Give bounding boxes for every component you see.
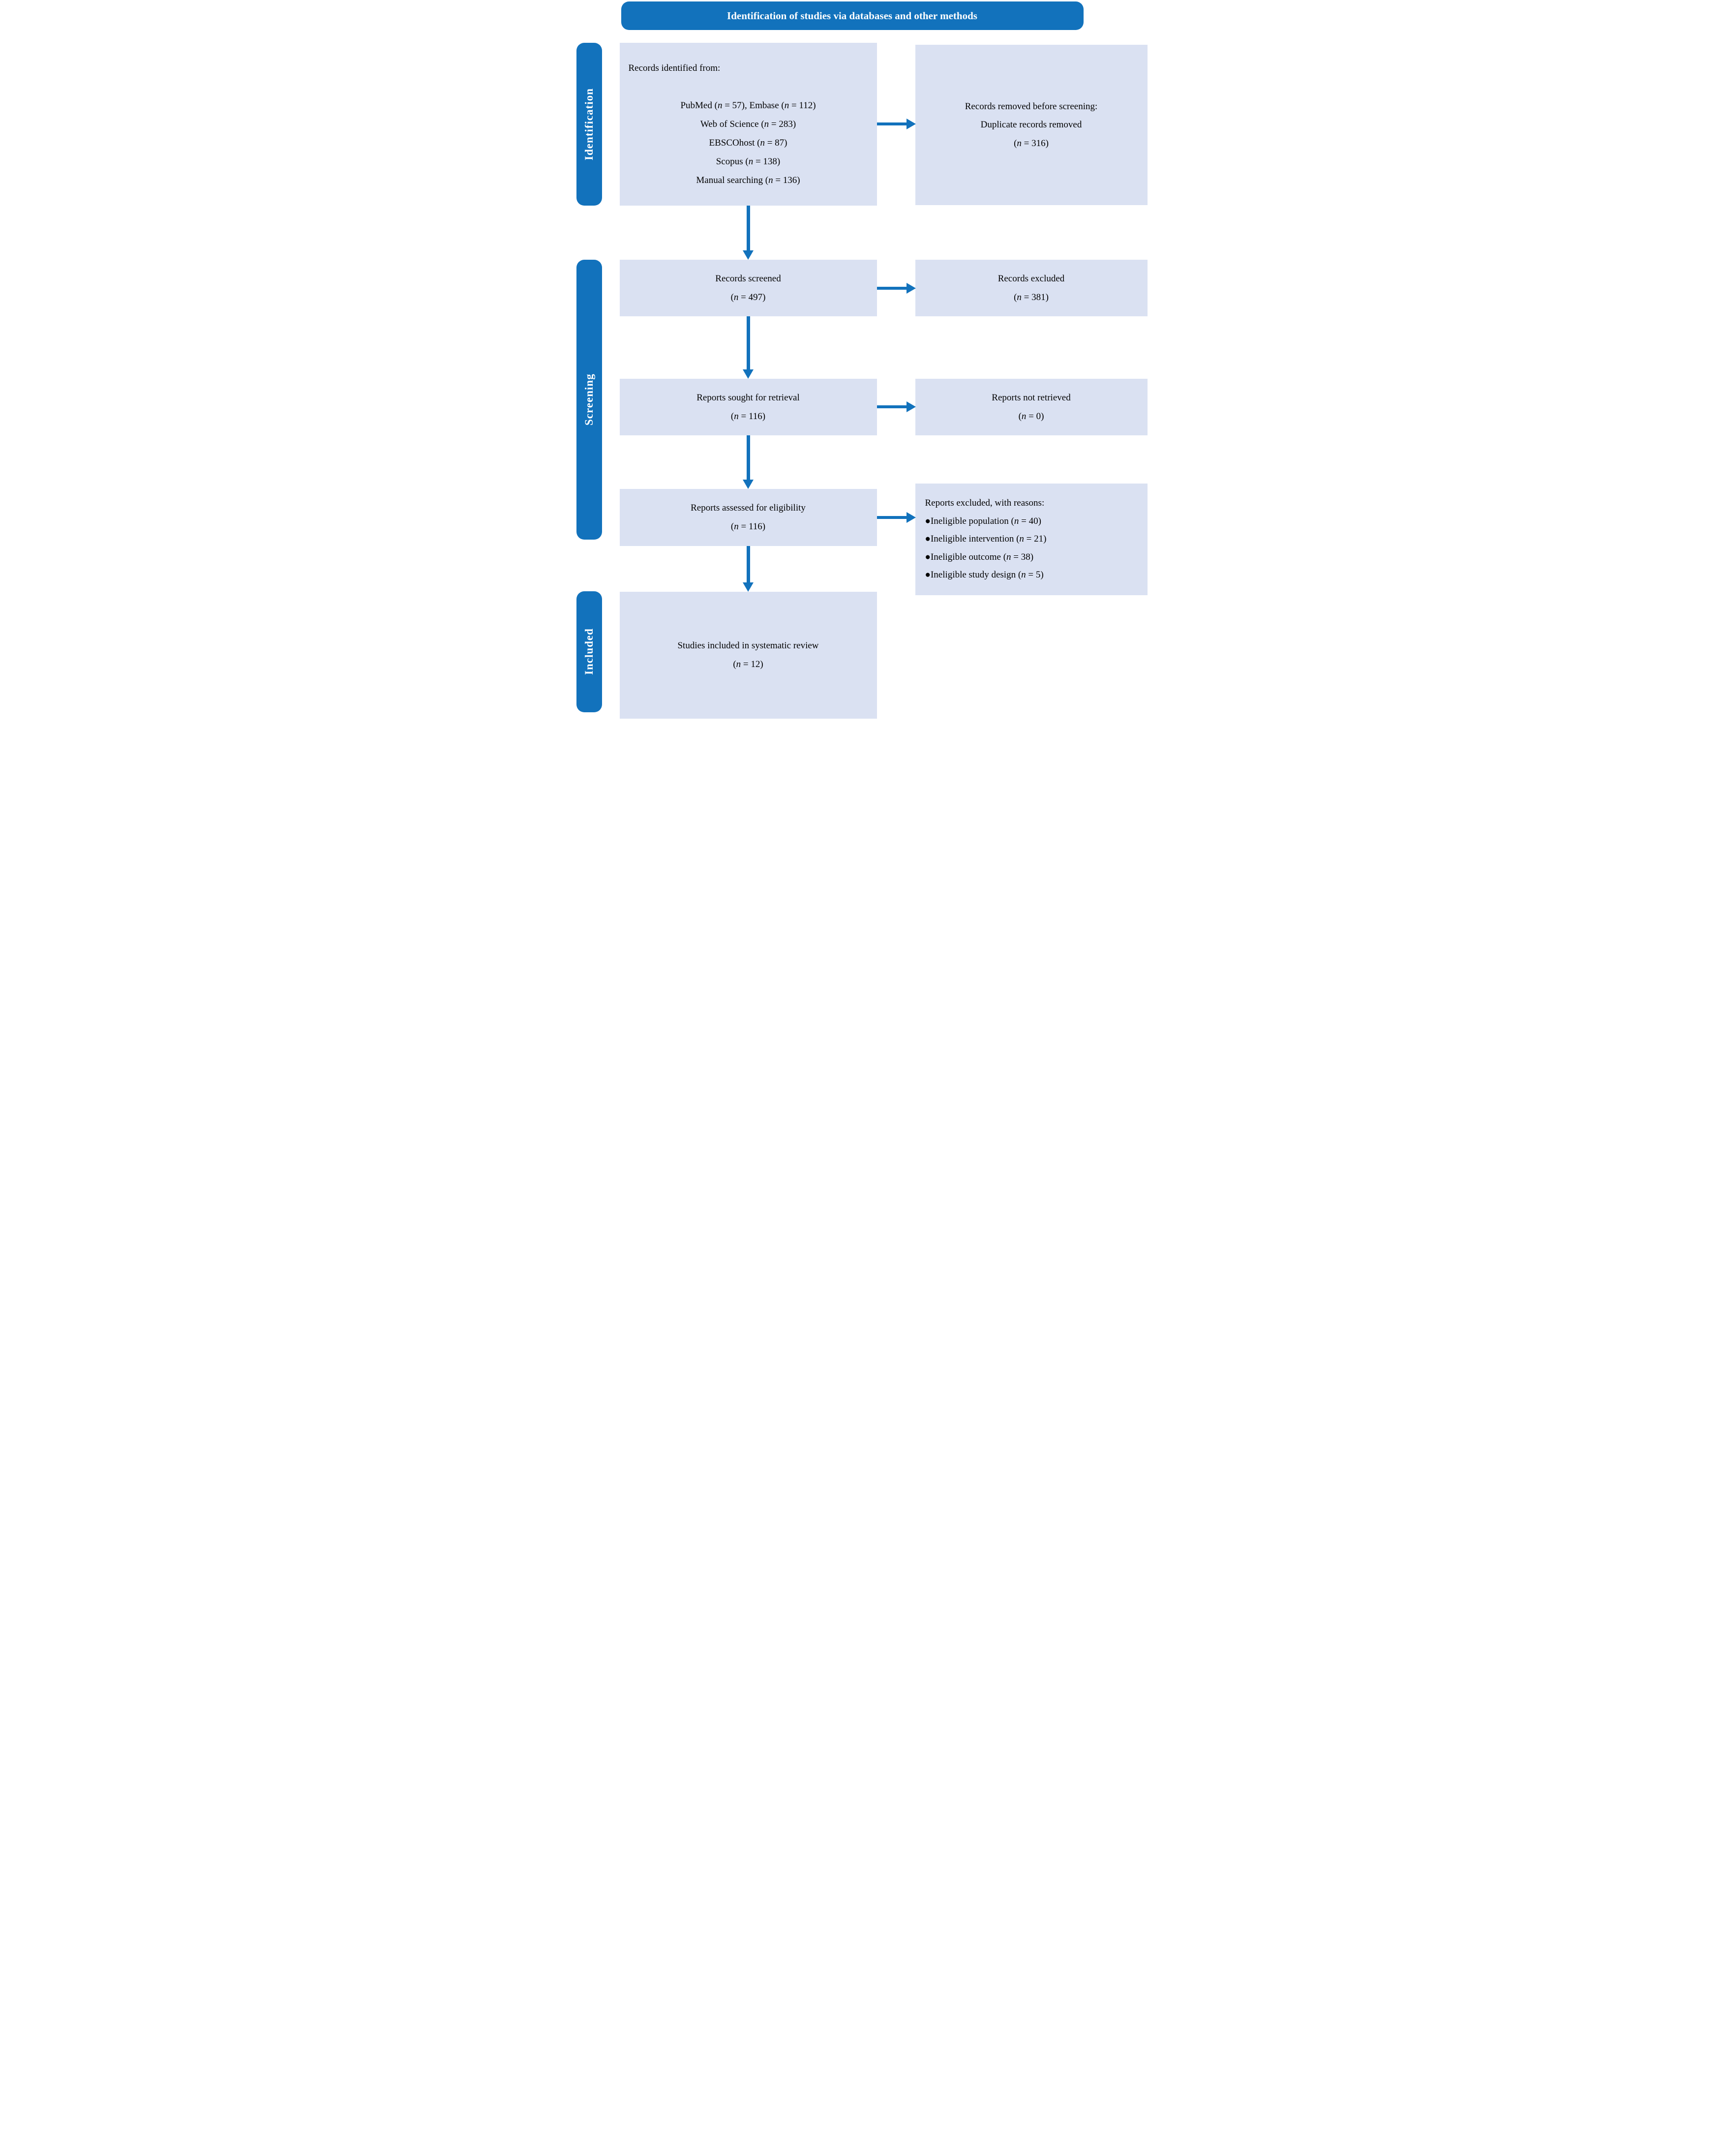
studies-included-line: Studies included in systematic review xyxy=(677,640,819,651)
reports-sought-line: (n = 116) xyxy=(730,411,766,422)
records-removed-line: Records removed before screening: xyxy=(965,101,1098,112)
records-excluded-line: (n = 381) xyxy=(1014,292,1049,303)
records-removed-line: (n = 316) xyxy=(1014,138,1049,149)
box-reports-sought: Reports sought for retrieval (n = 116) xyxy=(619,379,877,435)
arrow-screened-to-sought xyxy=(746,316,750,369)
reports-excluded-title: Reports excluded, with reasons: xyxy=(925,498,1045,509)
box-reports-assessed: Reports assessed for eligibility (n = 11… xyxy=(619,489,877,546)
arrow-assessed-to-excluded-reasons xyxy=(877,516,907,519)
box-records-excluded: Records excluded (n = 381) xyxy=(915,260,1148,316)
stage-label-identification-text: Identification xyxy=(582,88,595,160)
box-studies-included: Studies included in systematic review (n… xyxy=(619,592,877,719)
records-identified-source: EBSCOhost (n = 87) xyxy=(709,137,787,148)
stage-label-screening: Screening xyxy=(576,260,602,540)
stage-label-identification: Identification xyxy=(576,43,602,206)
records-excluded-line: Records excluded xyxy=(998,273,1065,284)
studies-included-line: (n = 12) xyxy=(733,659,763,669)
arrow-sought-to-assessed xyxy=(746,435,750,480)
arrow-screened-to-excluded xyxy=(877,287,907,290)
reports-excluded-reason: ●Ineligible study design (n = 5) xyxy=(925,570,1044,580)
stage-label-screening-text: Screening xyxy=(582,373,595,426)
reports-sought-line: Reports sought for retrieval xyxy=(696,392,800,403)
prisma-flow-diagram: Identification of studies via databases … xyxy=(574,0,1149,719)
reports-excluded-reason: ●Ineligible intervention (n = 21) xyxy=(925,534,1047,545)
box-reports-excluded-reasons: Reports excluded, with reasons: ●Ineligi… xyxy=(915,484,1148,595)
box-records-identified: Records identified from: PubMed (n = 57)… xyxy=(619,43,877,206)
reports-excluded-reason: ●Ineligible population (n = 40) xyxy=(925,516,1041,526)
arrow-assessed-to-included xyxy=(746,546,750,582)
records-identified-spacer xyxy=(620,78,877,96)
records-identified-title: Records identified from: xyxy=(628,62,721,73)
records-screened-line: Records screened xyxy=(715,273,781,284)
records-identified-source: Manual searching (n = 136) xyxy=(696,175,800,185)
box-reports-not-retrieved: Reports not retrieved (n = 0) xyxy=(915,379,1148,435)
records-removed-line: Duplicate records removed xyxy=(980,120,1082,130)
diagram-title-banner: Identification of studies via databases … xyxy=(621,1,1084,30)
reports-assessed-line: (n = 116) xyxy=(730,521,766,532)
box-records-removed: Records removed before screening: Duplic… xyxy=(915,45,1148,205)
stage-label-included-text: Included xyxy=(582,628,595,675)
box-records-screened: Records screened (n = 497) xyxy=(619,260,877,316)
records-identified-source: Web of Science (n = 283) xyxy=(700,119,796,129)
arrow-sought-to-not-retrieved xyxy=(877,405,907,408)
reports-not-retrieved-line: Reports not retrieved xyxy=(992,392,1071,403)
records-screened-line: (n = 497) xyxy=(730,292,766,303)
reports-not-retrieved-line: (n = 0) xyxy=(1018,411,1044,422)
arrow-identified-to-screened xyxy=(746,206,750,250)
stage-label-included: Included xyxy=(576,591,602,712)
reports-assessed-line: Reports assessed for eligibility xyxy=(691,503,806,513)
records-identified-source: PubMed (n = 57), Embase (n = 112) xyxy=(680,100,816,111)
diagram-title: Identification of studies via databases … xyxy=(727,9,977,22)
reports-excluded-reason: ●Ineligible outcome (n = 38) xyxy=(925,551,1034,562)
records-identified-source: Scopus (n = 138) xyxy=(716,156,781,167)
arrow-identified-to-removed xyxy=(877,122,907,125)
